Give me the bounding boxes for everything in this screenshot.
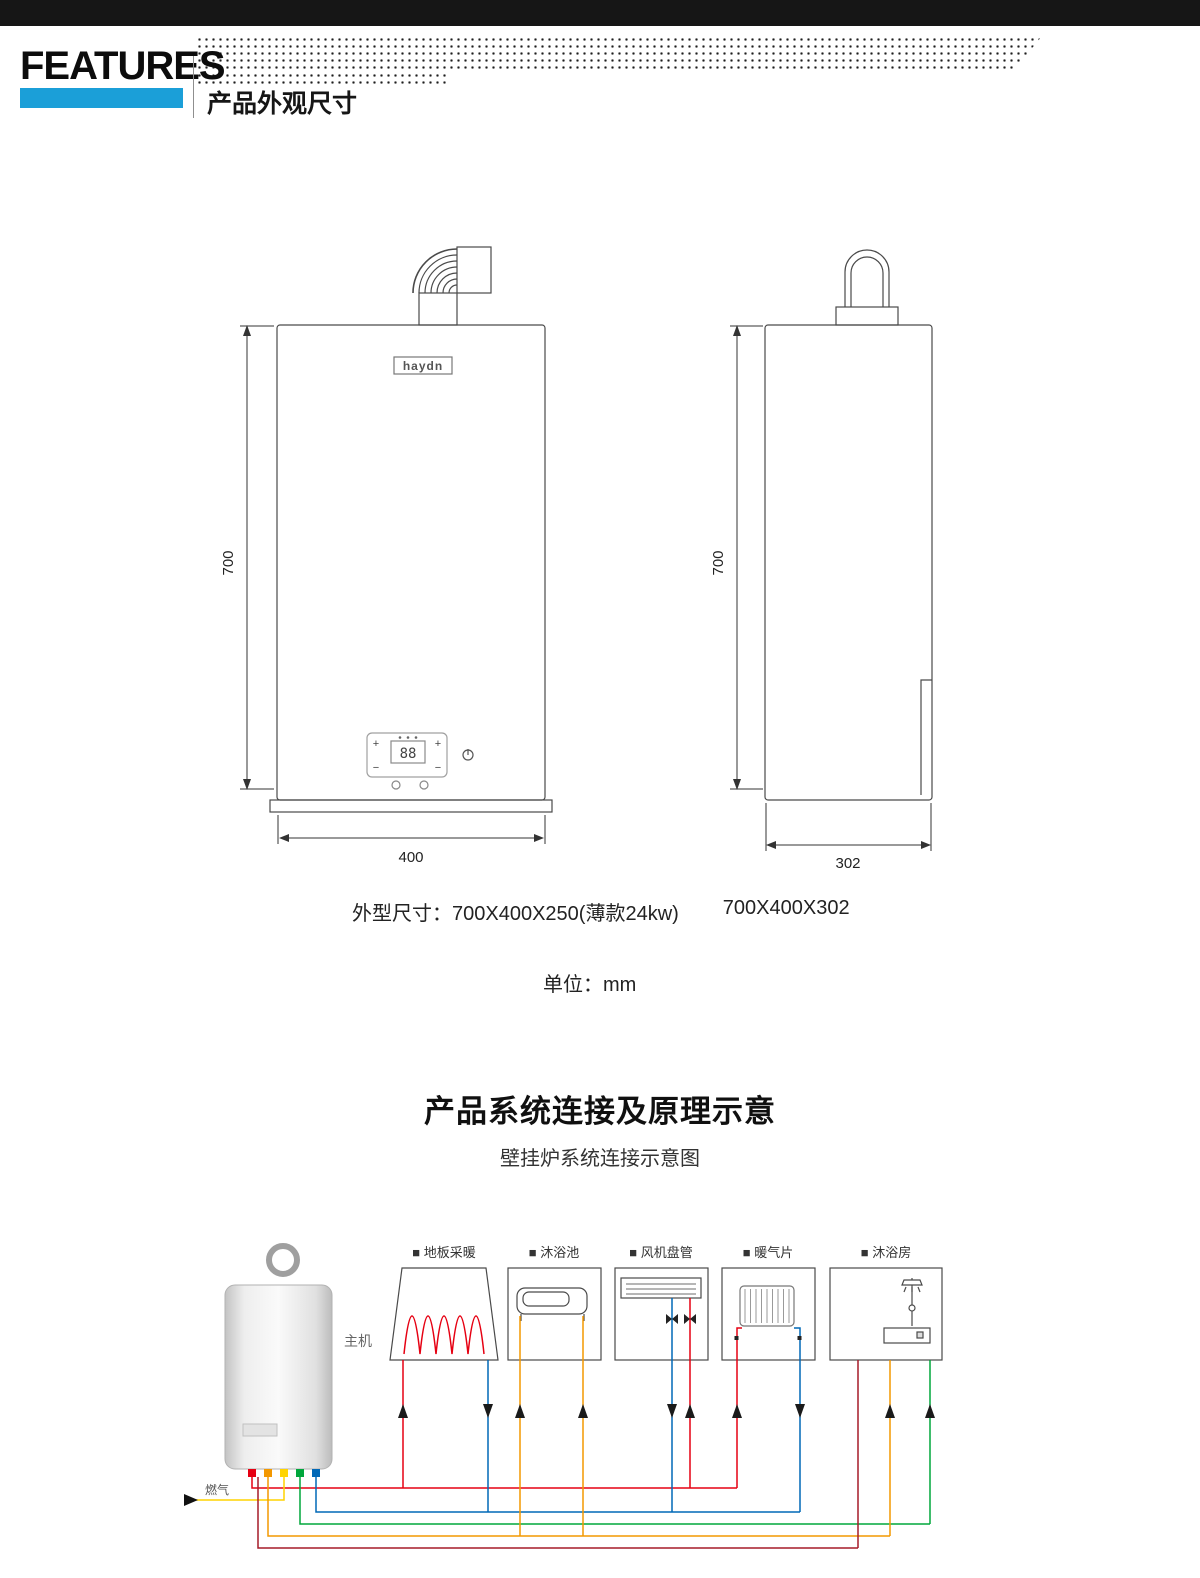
boiler-logo-text: haydn	[403, 359, 443, 373]
side-height-dim: 700	[710, 550, 727, 575]
pipe-return-2	[257, 1360, 859, 1549]
pipe-hot-water	[267, 1316, 891, 1537]
flue-terminal-icon	[835, 249, 899, 326]
features-heading: FEATURES	[20, 44, 226, 88]
gas-label: 燃气	[205, 1482, 229, 1497]
brand-logo-plate: haydn	[393, 356, 453, 375]
valve-icons	[666, 1314, 802, 1340]
panel-display: 88	[400, 746, 417, 762]
gas-arrow-icon	[184, 1494, 198, 1506]
panel-fan-coil	[614, 1267, 709, 1361]
panel-floor-heating	[389, 1267, 499, 1361]
system-connection-diagram: 主机	[184, 1243, 943, 1549]
panel-shower-room	[829, 1267, 943, 1361]
appliance-labels: ■ 地板采暖 ■ 沐浴池 ■ 风机盘管 ■ 暖气片 ■ 沐浴房	[412, 1245, 911, 1260]
panel-minus-left: −	[373, 762, 379, 774]
unit-label: 单位：mm	[543, 974, 637, 996]
hanging-ring-icon	[266, 1243, 300, 1277]
side-dimensions: 700 302	[710, 325, 932, 872]
section-title: 产品外观尺寸	[207, 90, 358, 118]
pipe-gas	[196, 1477, 285, 1501]
boiler-unit	[224, 1243, 333, 1477]
main-unit-label: 主机	[344, 1333, 372, 1349]
pipe-heating-supply	[251, 1298, 742, 1489]
screw-left	[391, 780, 401, 790]
label-floor-heating: ■ 地板采暖	[412, 1245, 475, 1260]
system-section-subtitle: 壁挂炉系统连接示意图	[500, 1148, 700, 1170]
halftone-dots-pattern-row	[196, 72, 446, 85]
label-fan-coil: ■ 风机盘管	[629, 1245, 692, 1260]
front-dimensions: 700 400	[220, 325, 546, 866]
halftone-dots-pattern	[196, 36, 1042, 72]
label-bath-tub: ■ 沐浴池	[529, 1245, 579, 1260]
flue-elbow-icon	[412, 246, 492, 326]
panel-plus-left: +	[373, 738, 379, 750]
label-radiator: ■ 暖气片	[743, 1245, 793, 1260]
front-height-dim: 700	[220, 550, 237, 575]
front-view-drawing: haydn 88 + + − −	[269, 246, 553, 813]
dimension-drawings: haydn 88 + + − −	[220, 246, 933, 872]
boiler-display	[242, 1423, 278, 1437]
control-panel: 88 + + − −	[366, 732, 448, 778]
side-depth-dim: 302	[835, 855, 860, 872]
label-shower-room: ■ 沐浴房	[861, 1245, 911, 1260]
floor-heating-coil	[403, 1315, 485, 1355]
spec-size-alt: 700X400X302	[722, 897, 850, 919]
panel-minus-right: −	[435, 762, 441, 774]
pipe-cold-water	[299, 1360, 931, 1525]
panel-plus-right: +	[435, 738, 441, 750]
panel-bath-tub	[507, 1267, 602, 1361]
top-bar	[0, 0, 1200, 26]
panel-radiator	[721, 1267, 816, 1361]
screw-right	[419, 780, 429, 790]
system-section-title: 产品系统连接及原理示意	[424, 1094, 776, 1129]
side-view-drawing	[764, 249, 933, 801]
boiler-connection-stubs	[248, 1469, 320, 1477]
header-divider	[193, 56, 194, 118]
gas-inlet: 燃气	[184, 1482, 229, 1506]
outer-dimensions-row: 外型尺寸：700X400X250(薄款24kw) 700X400X302	[352, 897, 850, 926]
spec-size-main: 外型尺寸：700X400X250(薄款24kw)	[352, 903, 679, 925]
flow-arrows	[398, 1404, 935, 1418]
power-icon	[462, 749, 474, 761]
front-width-dim: 400	[398, 849, 423, 866]
features-accent-bar	[20, 88, 183, 108]
